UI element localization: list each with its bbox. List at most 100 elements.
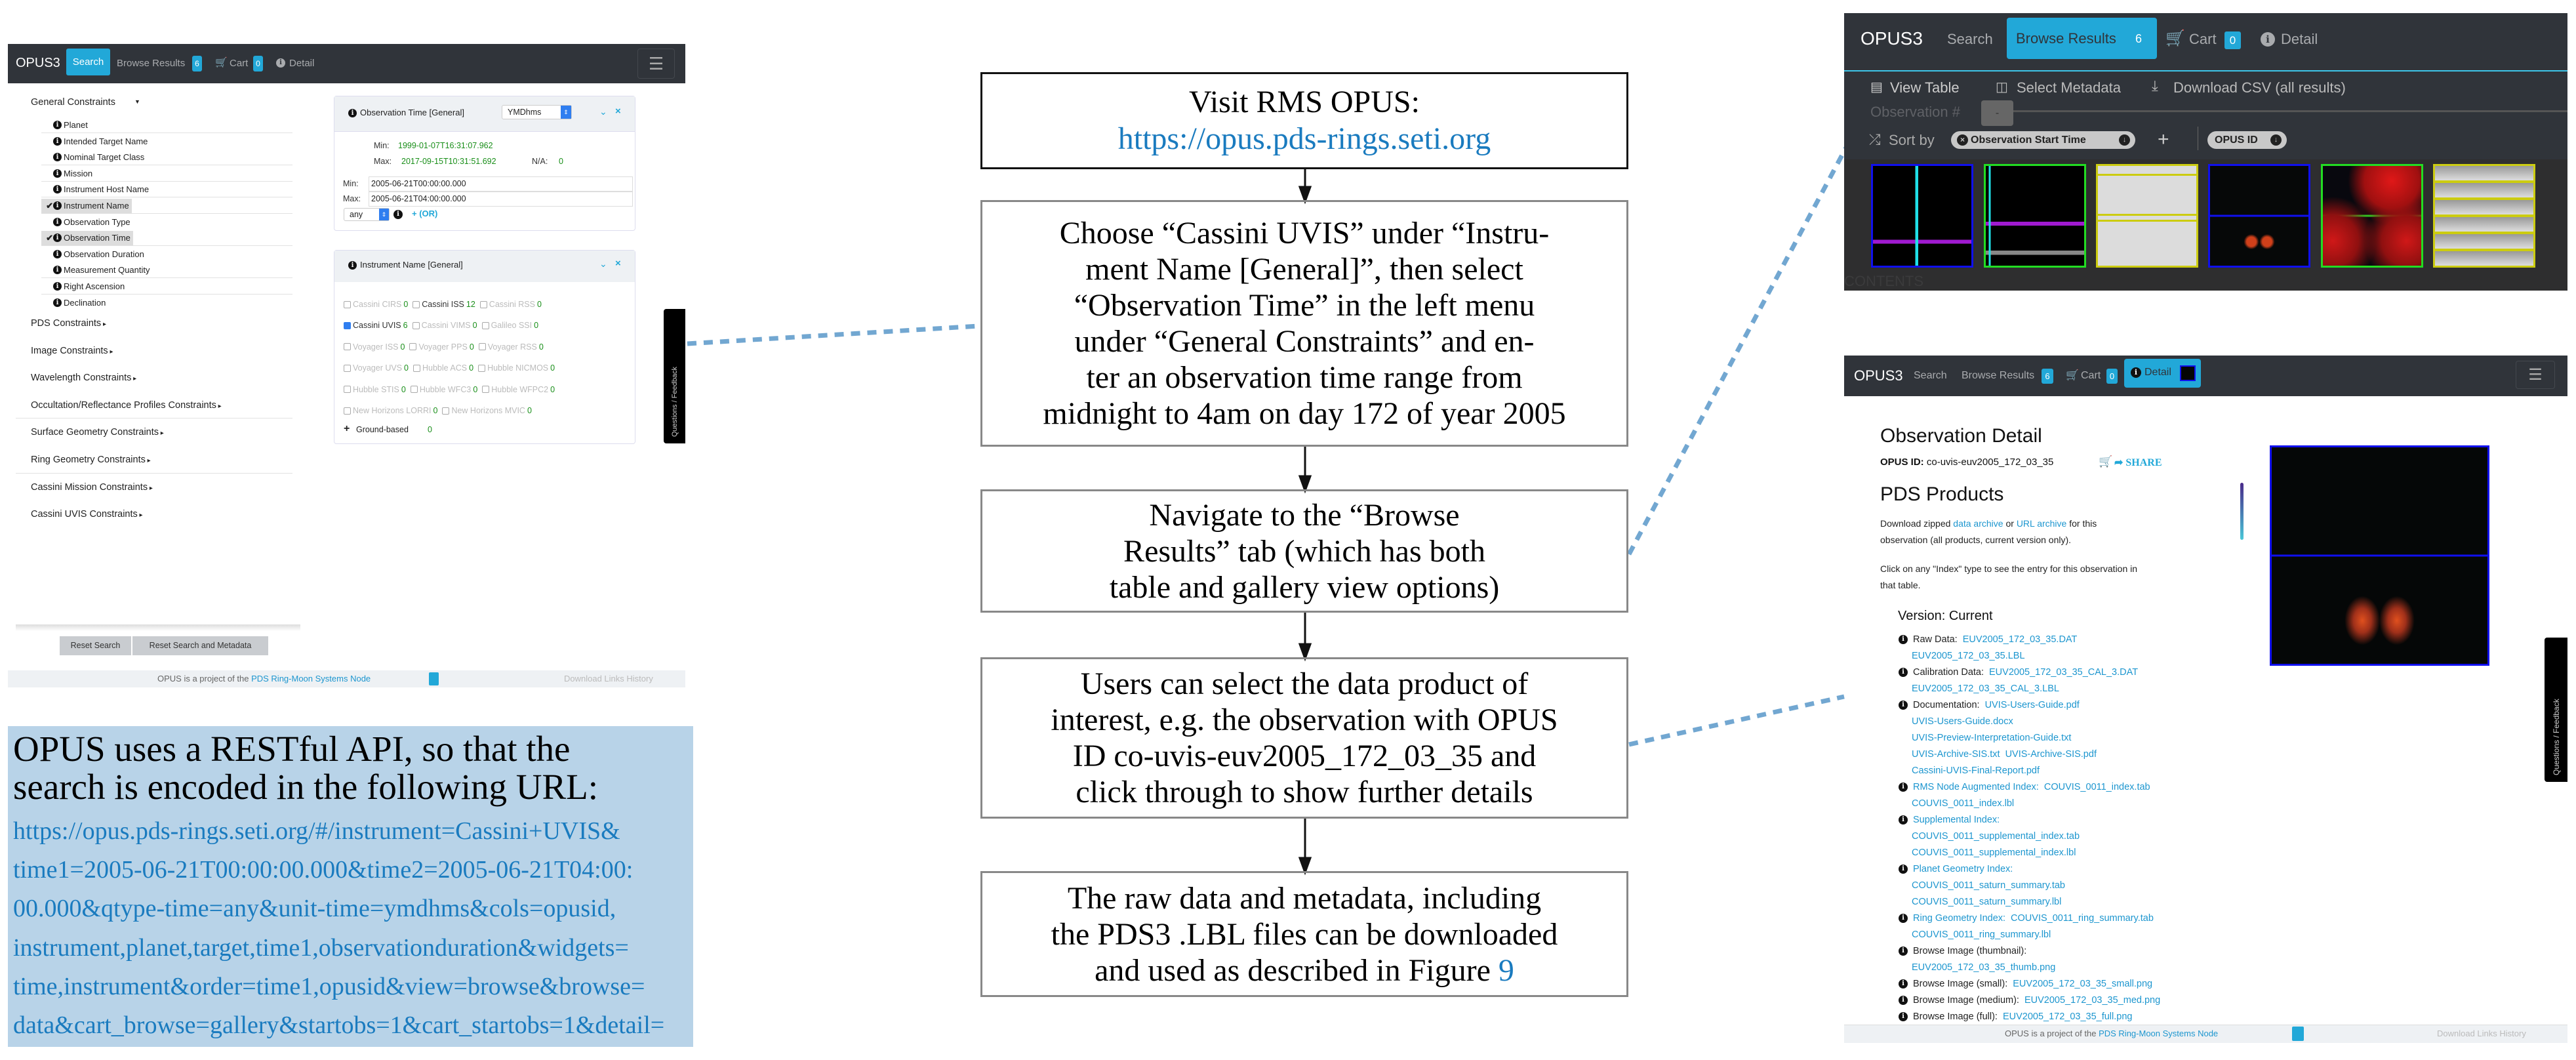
download-links-history[interactable]: Download Links History xyxy=(564,674,653,683)
product-file-link[interactable]: EUV2005_172_03_35_small.png xyxy=(2013,979,2153,989)
info-icon[interactable] xyxy=(53,218,62,227)
checkbox[interactable] xyxy=(344,407,351,415)
info-icon[interactable] xyxy=(1899,865,1908,874)
download-csv-button[interactable]: Download CSV (all results) xyxy=(2173,79,2346,96)
product-file-link[interactable]: EUV2005_172_03_35.DAT xyxy=(1962,634,2078,645)
product-file-link[interactable]: COUVIS_0011_supplemental_index.tab xyxy=(1912,831,2080,842)
browse-image-preview[interactable] xyxy=(2270,445,2489,666)
product-file-link[interactable]: COUVIS_0011_ring_summary.tab xyxy=(2011,913,2154,924)
info-icon[interactable] xyxy=(53,185,62,194)
constraint-category[interactable]: PDS Constraints xyxy=(31,318,106,329)
product-file-link[interactable]: UVIS-Users-Guide.docx xyxy=(1912,716,2013,727)
product-file-link[interactable]: UVIS-Users-Guide.pdf xyxy=(1984,700,2080,710)
checkbox[interactable] xyxy=(344,343,351,351)
figure-reference-link[interactable]: 9 xyxy=(1498,952,1514,988)
product-file-link[interactable]: Cassini-UVIS-Final-Report.pdf xyxy=(1912,765,2040,776)
select-metadata-button[interactable]: Select Metadata xyxy=(2017,79,2121,96)
url-line[interactable]: time,instrument&order=time1,opusid&view=… xyxy=(13,972,645,1000)
constraint-category[interactable]: Wavelength Constraints xyxy=(31,373,136,383)
info-icon[interactable] xyxy=(53,169,62,178)
product-file-link[interactable]: COUVIS_0011_saturn_summary.lbl xyxy=(1912,897,2062,907)
info-icon[interactable] xyxy=(53,137,62,146)
gallery-thumbnail[interactable] xyxy=(2433,164,2535,268)
info-icon[interactable] xyxy=(1899,635,1908,644)
twitter-icon[interactable] xyxy=(429,672,439,685)
product-file-link[interactable]: COUVIS_0011_saturn_summary.tab xyxy=(1912,880,2065,891)
time-min-input[interactable]: 2005-06-21T00:00:00.000 xyxy=(369,176,633,192)
info-icon[interactable] xyxy=(53,250,62,259)
info-icon[interactable] xyxy=(1899,701,1908,710)
sort-direction-icon[interactable]: ↓ xyxy=(2119,134,2130,146)
checkbox[interactable] xyxy=(413,300,420,308)
tab-search[interactable]: Search xyxy=(66,49,110,75)
data-archive-link[interactable]: data archive xyxy=(1953,518,2003,529)
remove-sort-icon[interactable]: × xyxy=(1957,134,1968,146)
hamburger-menu-button[interactable]: ☰ xyxy=(2516,361,2555,389)
checkbox[interactable] xyxy=(409,343,417,351)
sidebar-item[interactable]: Instrument Host Name xyxy=(41,182,292,198)
checkbox[interactable] xyxy=(413,364,420,372)
info-icon[interactable] xyxy=(1899,1012,1908,1021)
info-icon[interactable] xyxy=(53,234,62,243)
add-or-button[interactable]: + (OR) xyxy=(412,209,438,218)
time-unit-select[interactable]: YMDhms⇕ xyxy=(502,105,572,119)
reset-search-button[interactable]: Reset Search xyxy=(60,636,131,655)
tab-cart[interactable]: Cart xyxy=(230,58,249,69)
info-icon[interactable] xyxy=(53,266,62,275)
product-file-link[interactable]: UVIS-Archive-SIS.pdf xyxy=(2005,749,2097,760)
checkbox[interactable] xyxy=(482,386,490,394)
feedback-tab[interactable]: Questions / Feedback xyxy=(664,309,685,443)
download-links-history[interactable]: Download Links History xyxy=(2437,1029,2526,1038)
url-line[interactable]: time1=2005-06-21T00:00:00.000&time2=2005… xyxy=(13,856,634,884)
checkbox[interactable] xyxy=(344,364,351,372)
collapse-chevron-icon[interactable]: ⌄ xyxy=(599,258,607,269)
sidebar-item[interactable]: Mission xyxy=(41,166,292,182)
info-icon[interactable] xyxy=(348,109,357,117)
tab-search[interactable]: Search xyxy=(1947,31,1993,47)
info-icon[interactable] xyxy=(53,282,62,291)
info-icon[interactable] xyxy=(1899,783,1908,792)
gallery-thumbnail[interactable] xyxy=(2096,164,2198,268)
constraint-category[interactable]: Occultation/Reflectance Profiles Constra… xyxy=(31,400,222,411)
ground-based-toggle[interactable]: Ground-based xyxy=(356,425,409,434)
info-icon[interactable] xyxy=(348,261,357,270)
product-index-link[interactable]: Supplemental Index: xyxy=(1913,815,2000,825)
info-icon[interactable] xyxy=(1899,914,1908,923)
gallery-thumbnail[interactable] xyxy=(1871,164,1973,268)
gallery-thumbnail[interactable] xyxy=(2321,164,2423,268)
sidebar-item[interactable]: ✔Instrument Name xyxy=(41,198,292,214)
info-icon[interactable] xyxy=(53,121,62,129)
constraint-category[interactable]: Cassini UVIS Constraints xyxy=(31,509,143,520)
product-file-link[interactable]: COUVIS_0011_ring_summary.lbl xyxy=(1912,929,2051,940)
constraint-category[interactable]: Surface Geometry Constraints xyxy=(31,427,164,438)
info-icon[interactable] xyxy=(1899,815,1908,825)
product-file-link[interactable]: COUVIS_0011_index.lbl xyxy=(1912,798,2015,809)
info-icon[interactable] xyxy=(1899,668,1908,677)
checkbox[interactable] xyxy=(412,321,420,329)
product-index-link[interactable]: RMS Node Augmented Index: xyxy=(1913,782,2039,792)
sort-direction-icon[interactable]: ↓ xyxy=(2270,134,2282,146)
tab-detail[interactable]: Detail xyxy=(2281,31,2318,47)
tab-browse-results[interactable]: Browse Results xyxy=(1962,370,2035,381)
sidebar-item[interactable]: ✔Observation Time xyxy=(41,230,292,247)
product-file-link[interactable]: EUV2005_172_03_35_med.png xyxy=(2024,995,2161,1006)
constraint-category[interactable]: Image Constraints xyxy=(31,346,113,356)
gallery-thumbnail[interactable] xyxy=(1984,164,2086,268)
checkbox[interactable] xyxy=(478,343,486,351)
checkbox[interactable] xyxy=(481,321,489,329)
sort-chip-observation-start-time[interactable]: × Observation Start Time ↓ xyxy=(1951,131,2135,149)
sidebar-item[interactable]: Observation Type xyxy=(41,214,292,230)
product-file-link[interactable]: UVIS-Archive-SIS.txt xyxy=(1912,749,2000,760)
observation-slider-handle[interactable]: - xyxy=(1981,100,2013,126)
url-archive-link[interactable]: URL archive xyxy=(2016,518,2067,529)
info-icon[interactable] xyxy=(53,153,62,162)
checkbox[interactable] xyxy=(442,407,450,415)
